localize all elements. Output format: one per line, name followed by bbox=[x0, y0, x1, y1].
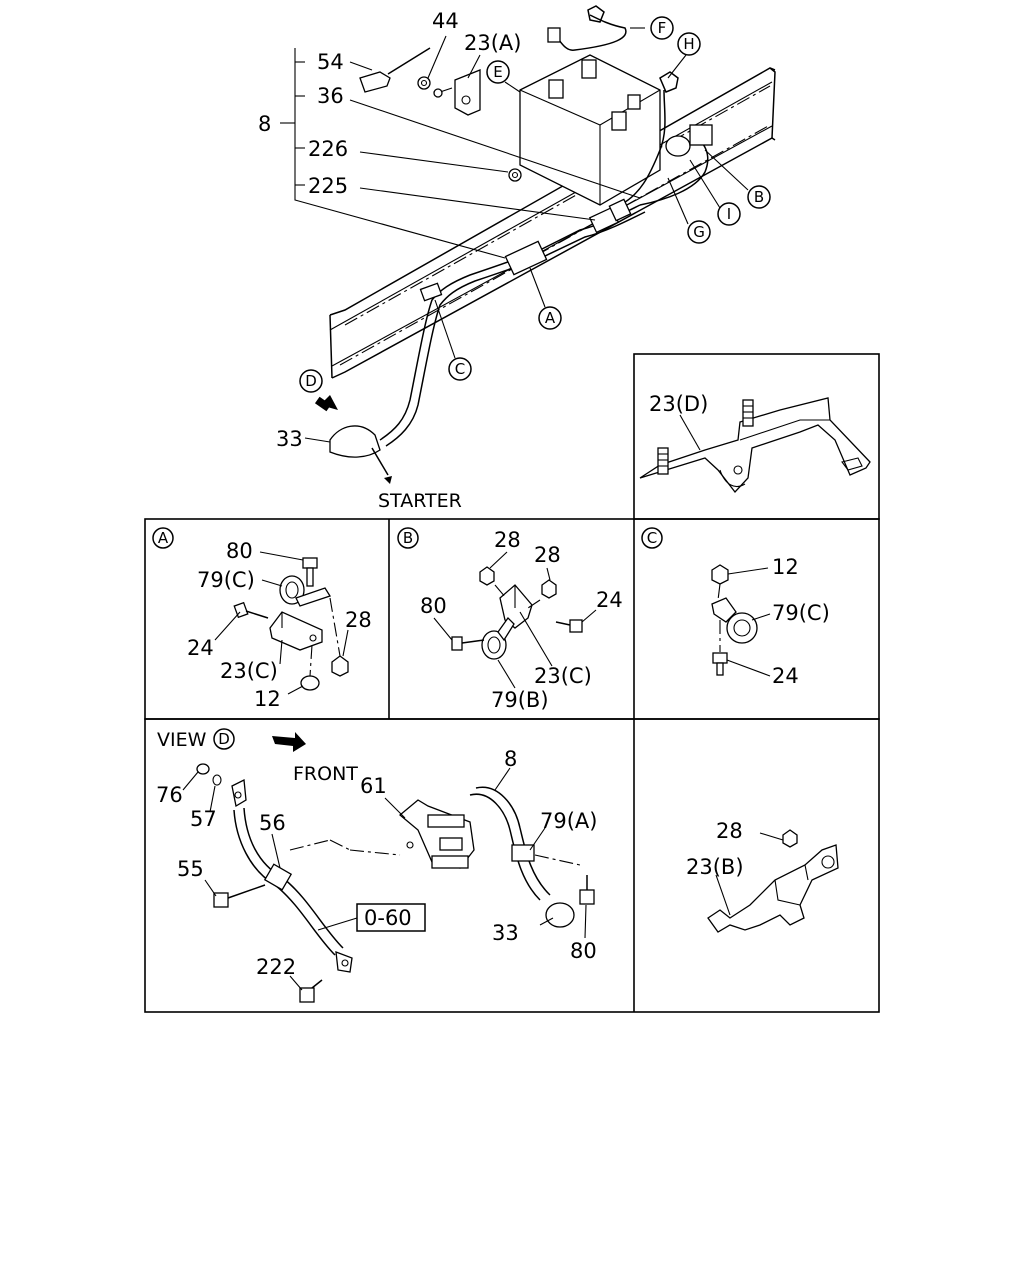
svg-text:D: D bbox=[305, 372, 317, 390]
svg-text:A: A bbox=[545, 309, 556, 327]
label-v-060: 0-60 bbox=[364, 906, 412, 930]
label-225: 225 bbox=[308, 174, 348, 198]
label-a-23c: 23(C) bbox=[220, 659, 278, 683]
label-v-57: 57 bbox=[190, 807, 217, 831]
main-labels: 8 54 36 226 225 44 23(A) 33 STARTER bbox=[258, 9, 521, 512]
svg-text:E: E bbox=[493, 63, 502, 81]
label-v-61: 61 bbox=[360, 774, 387, 798]
svg-text:I: I bbox=[727, 205, 731, 223]
label-44: 44 bbox=[432, 9, 459, 33]
panel-c: C 12 79(C) 24 bbox=[641, 527, 830, 688]
svg-text:B: B bbox=[403, 529, 413, 547]
label-v-80: 80 bbox=[570, 939, 597, 963]
svg-text:F: F bbox=[658, 19, 667, 37]
ref-box-0-60 bbox=[356, 903, 426, 932]
label-v-33: 33 bbox=[492, 921, 519, 945]
starter-label: STARTER bbox=[378, 490, 462, 512]
callout-b: B bbox=[747, 185, 771, 209]
label-b-23c: 23(C) bbox=[534, 664, 592, 688]
main-callouts: F H E B I G A C D bbox=[299, 16, 771, 393]
label-c-24: 24 bbox=[772, 664, 799, 688]
panel-b: B 28 28 80 24 23(C) 79(B) bbox=[397, 527, 623, 712]
label-v-55: 55 bbox=[177, 857, 204, 881]
panel-23b: 28 23(B) bbox=[686, 819, 839, 933]
panel-a: A 80 79(C) 24 28 23(C) 12 bbox=[152, 527, 372, 711]
label-b-24: 24 bbox=[596, 588, 623, 612]
label-v-76: 76 bbox=[156, 783, 183, 807]
label-b-80: 80 bbox=[420, 594, 447, 618]
group-label-8: 8 bbox=[258, 112, 271, 136]
panel-a-tag: A bbox=[152, 527, 174, 549]
svg-text:G: G bbox=[693, 223, 705, 241]
svg-text:B: B bbox=[754, 188, 764, 206]
front-arrow-icon bbox=[272, 732, 306, 752]
svg-text:C: C bbox=[455, 360, 465, 378]
label-23b-28: 28 bbox=[716, 819, 743, 843]
svg-text:H: H bbox=[683, 35, 694, 53]
svg-text:A: A bbox=[158, 529, 169, 547]
callout-i: I bbox=[717, 202, 741, 226]
label-a-28: 28 bbox=[345, 608, 372, 632]
main-assembly bbox=[280, 5, 776, 484]
panel-frames bbox=[144, 353, 880, 1013]
panel-c-tag: C bbox=[641, 527, 663, 549]
label-v-222: 222 bbox=[256, 955, 296, 979]
label-54: 54 bbox=[317, 50, 344, 74]
label-a-12: 12 bbox=[254, 687, 281, 711]
callout-c: C bbox=[448, 357, 472, 381]
label-23a: 23(A) bbox=[464, 31, 521, 55]
view-label: VIEW bbox=[157, 729, 207, 751]
view-tag: D bbox=[213, 728, 235, 750]
svg-text:D: D bbox=[218, 730, 230, 748]
callout-a: A bbox=[538, 306, 562, 330]
battery-box bbox=[519, 54, 661, 206]
label-b-28a: 28 bbox=[494, 528, 521, 552]
callout-d: D bbox=[299, 369, 323, 393]
panel-b-tag: B bbox=[397, 527, 419, 549]
callout-e: E bbox=[486, 60, 510, 84]
panel-view-d: VIEW D FRONT bbox=[156, 728, 597, 1003]
callout-f: F bbox=[650, 16, 674, 40]
label-a-80: 80 bbox=[226, 539, 253, 563]
label-b-28b: 28 bbox=[534, 543, 561, 567]
label-a-79c: 79(C) bbox=[197, 568, 255, 592]
svg-text:C: C bbox=[647, 529, 657, 547]
label-33: 33 bbox=[276, 427, 303, 451]
front-label: FRONT bbox=[293, 763, 358, 785]
label-v-56: 56 bbox=[259, 811, 286, 835]
label-b-79b: 79(B) bbox=[491, 688, 549, 712]
label-a-24: 24 bbox=[187, 636, 214, 660]
label-v-8: 8 bbox=[504, 747, 517, 771]
label-36: 36 bbox=[317, 84, 344, 108]
callout-h: H bbox=[677, 32, 701, 56]
callout-g: G bbox=[687, 220, 711, 244]
label-v-79a: 79(A) bbox=[540, 809, 597, 833]
label-c-12: 12 bbox=[772, 555, 799, 579]
label-23b: 23(B) bbox=[686, 855, 744, 879]
label-23d: 23(D) bbox=[649, 392, 708, 416]
panel-23d: 23(D) bbox=[639, 392, 871, 494]
label-226: 226 bbox=[308, 137, 348, 161]
label-c-79c: 79(C) bbox=[772, 601, 830, 625]
